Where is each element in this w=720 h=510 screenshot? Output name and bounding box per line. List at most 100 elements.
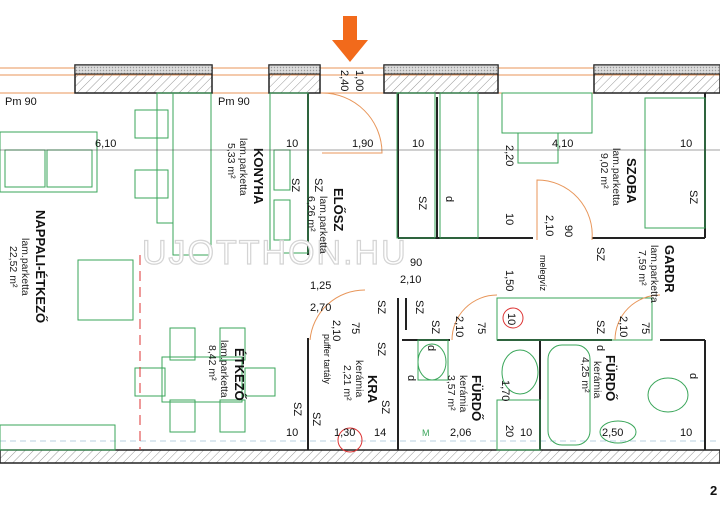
sz-marker: SZ [289, 178, 301, 192]
room-material: lam.parketta [218, 340, 230, 398]
room-name: GARDR [662, 245, 677, 293]
room-area: 8,42 m² [206, 345, 218, 381]
room-material: lam.parketta [19, 238, 31, 296]
dimension: 10 [680, 427, 692, 439]
room-name: KRA [365, 375, 380, 404]
room-name: KONYHA [251, 148, 266, 205]
room-elosz: ELŐSZ lam.parketta 6,26 m² [305, 188, 346, 254]
room-name: ELŐSZ [331, 188, 346, 231]
dimension: 2,10 [400, 274, 421, 286]
label-m: M [422, 428, 430, 438]
room-material: lam.parketta [237, 138, 249, 196]
dimensions: Pm 90 Pm 90 6,10 10 1,90 10 4,10 10 2,20… [0, 70, 720, 498]
dimension: 2,40 [338, 70, 350, 91]
doors [309, 92, 661, 341]
sz-marker: SZ [413, 300, 425, 314]
room-area: 9,02 m² [598, 153, 610, 189]
sz-marker: SZ [375, 342, 387, 356]
dimension: 10 [680, 138, 692, 150]
room-szoba: SZOBA lam.parketta 9,02 m² [598, 148, 639, 206]
dimension: 6,10 [95, 138, 116, 150]
room-area: 22,52 m² [7, 246, 19, 288]
dimension: 75 [349, 322, 361, 334]
room-area: 6,26 m² [305, 196, 317, 232]
room-material: kerámia [591, 361, 603, 399]
d-marker: d [425, 345, 437, 351]
dimension: 14 [374, 427, 386, 439]
room-furdo-2: FÜRDŐ kerámia 4,25 m² [579, 355, 618, 401]
dimension: 2,06 [450, 427, 471, 439]
room-material: lam.parketta [610, 148, 622, 206]
room-konyha: KONYHA lam.parketta 5,33 m² [225, 138, 266, 205]
dimension: 90 [410, 257, 422, 269]
sz-marker: SZ [291, 402, 303, 416]
dimension: 1,70 [499, 380, 511, 401]
room-area: 5,33 m² [225, 143, 237, 179]
top-wall [0, 64, 720, 94]
dimension: 1,25 [310, 280, 331, 292]
dimension: 2,10 [453, 316, 465, 337]
dimension: 10 [286, 427, 298, 439]
dimension: 2,10 [330, 320, 342, 341]
dimension: 10 [286, 138, 298, 150]
label-pm: Pm 90 [5, 96, 37, 108]
sz-marker: SZ [594, 247, 606, 261]
sz-marker: SZ [416, 196, 428, 210]
sz-marker: SZ [375, 300, 387, 314]
dimension: 10 [503, 213, 515, 225]
dimension: 10 [505, 313, 517, 325]
room-etkezo: ÉTKEZŐ lam.parketta 8,42 m² [206, 340, 247, 401]
room-area: 7,59 m² [636, 250, 648, 286]
room-furdo-1: FÜRDŐ kerámia 3,57 m² [445, 375, 484, 421]
label-puffer-tartaly: puffer tartály [322, 334, 332, 384]
dimension: 90 [562, 225, 574, 237]
d-marker: d [405, 375, 417, 381]
sz-marker: SZ [687, 190, 699, 204]
room-name: FÜRDŐ [469, 375, 484, 421]
sz-marker: SZ [310, 412, 322, 426]
room-material: lam.parketta [648, 245, 660, 303]
room-material: lam.parketta [317, 196, 329, 254]
d-marker: d [443, 196, 455, 202]
dimension: 10 [412, 138, 424, 150]
furniture [0, 92, 706, 453]
room-name: ÉTKEZŐ [232, 348, 247, 401]
dimension: 2,10 [617, 316, 629, 337]
dimension: 1,50 [503, 270, 515, 291]
sz-marker: SZ [429, 320, 441, 334]
room-area: 3,57 m² [445, 375, 457, 411]
d-marker: d [594, 345, 606, 351]
label-corner: 2 [710, 483, 717, 498]
room-name: NAPPALI-ÉTKEZŐ [33, 210, 48, 323]
room-name: FÜRDŐ [603, 355, 618, 401]
watermark: UJOTTHON.HU [142, 234, 408, 272]
room-material: kerámia [353, 360, 365, 398]
bottom-wall [0, 449, 720, 464]
entrance-arrow-icon [332, 16, 368, 62]
room-area: 2,21 m² [341, 365, 353, 401]
dimension: 2,10 [543, 215, 555, 236]
room-nappali-etkezo: NAPPALI-ÉTKEZŐ lam.parketta 22,52 m² [7, 210, 48, 323]
dimension: 10 [520, 427, 532, 439]
dimension: 1,90 [352, 138, 373, 150]
dimension: 1,30 [334, 427, 355, 439]
label-pm: Pm 90 [218, 96, 250, 108]
room-material: kerámia [457, 375, 469, 413]
sz-marker: SZ [312, 178, 324, 192]
dimension: 1,00 [353, 70, 365, 91]
storage-markers: SZ SZ SZ d SZ SZ SZ SZ SZ SZ SZ SZ SZ SZ… [289, 178, 699, 426]
dimension: 75 [639, 322, 651, 334]
room-area: 4,25 m² [579, 357, 591, 393]
sz-marker: SZ [594, 320, 606, 334]
dimension: 2,70 [310, 302, 331, 314]
room-kamra: KRA kerámia 2,21 m² [341, 360, 380, 404]
room-name: SZOBA [624, 158, 639, 204]
dimension: 75 [475, 322, 487, 334]
dimension: 20 [503, 425, 515, 437]
dimension: 4,10 [552, 138, 573, 150]
room-gardrob: GARDR lam.parketta 7,59 m² [636, 245, 677, 303]
dimension: 2,50 [602, 427, 623, 439]
d-marker: d [687, 373, 699, 379]
sz-marker: SZ [379, 400, 391, 414]
